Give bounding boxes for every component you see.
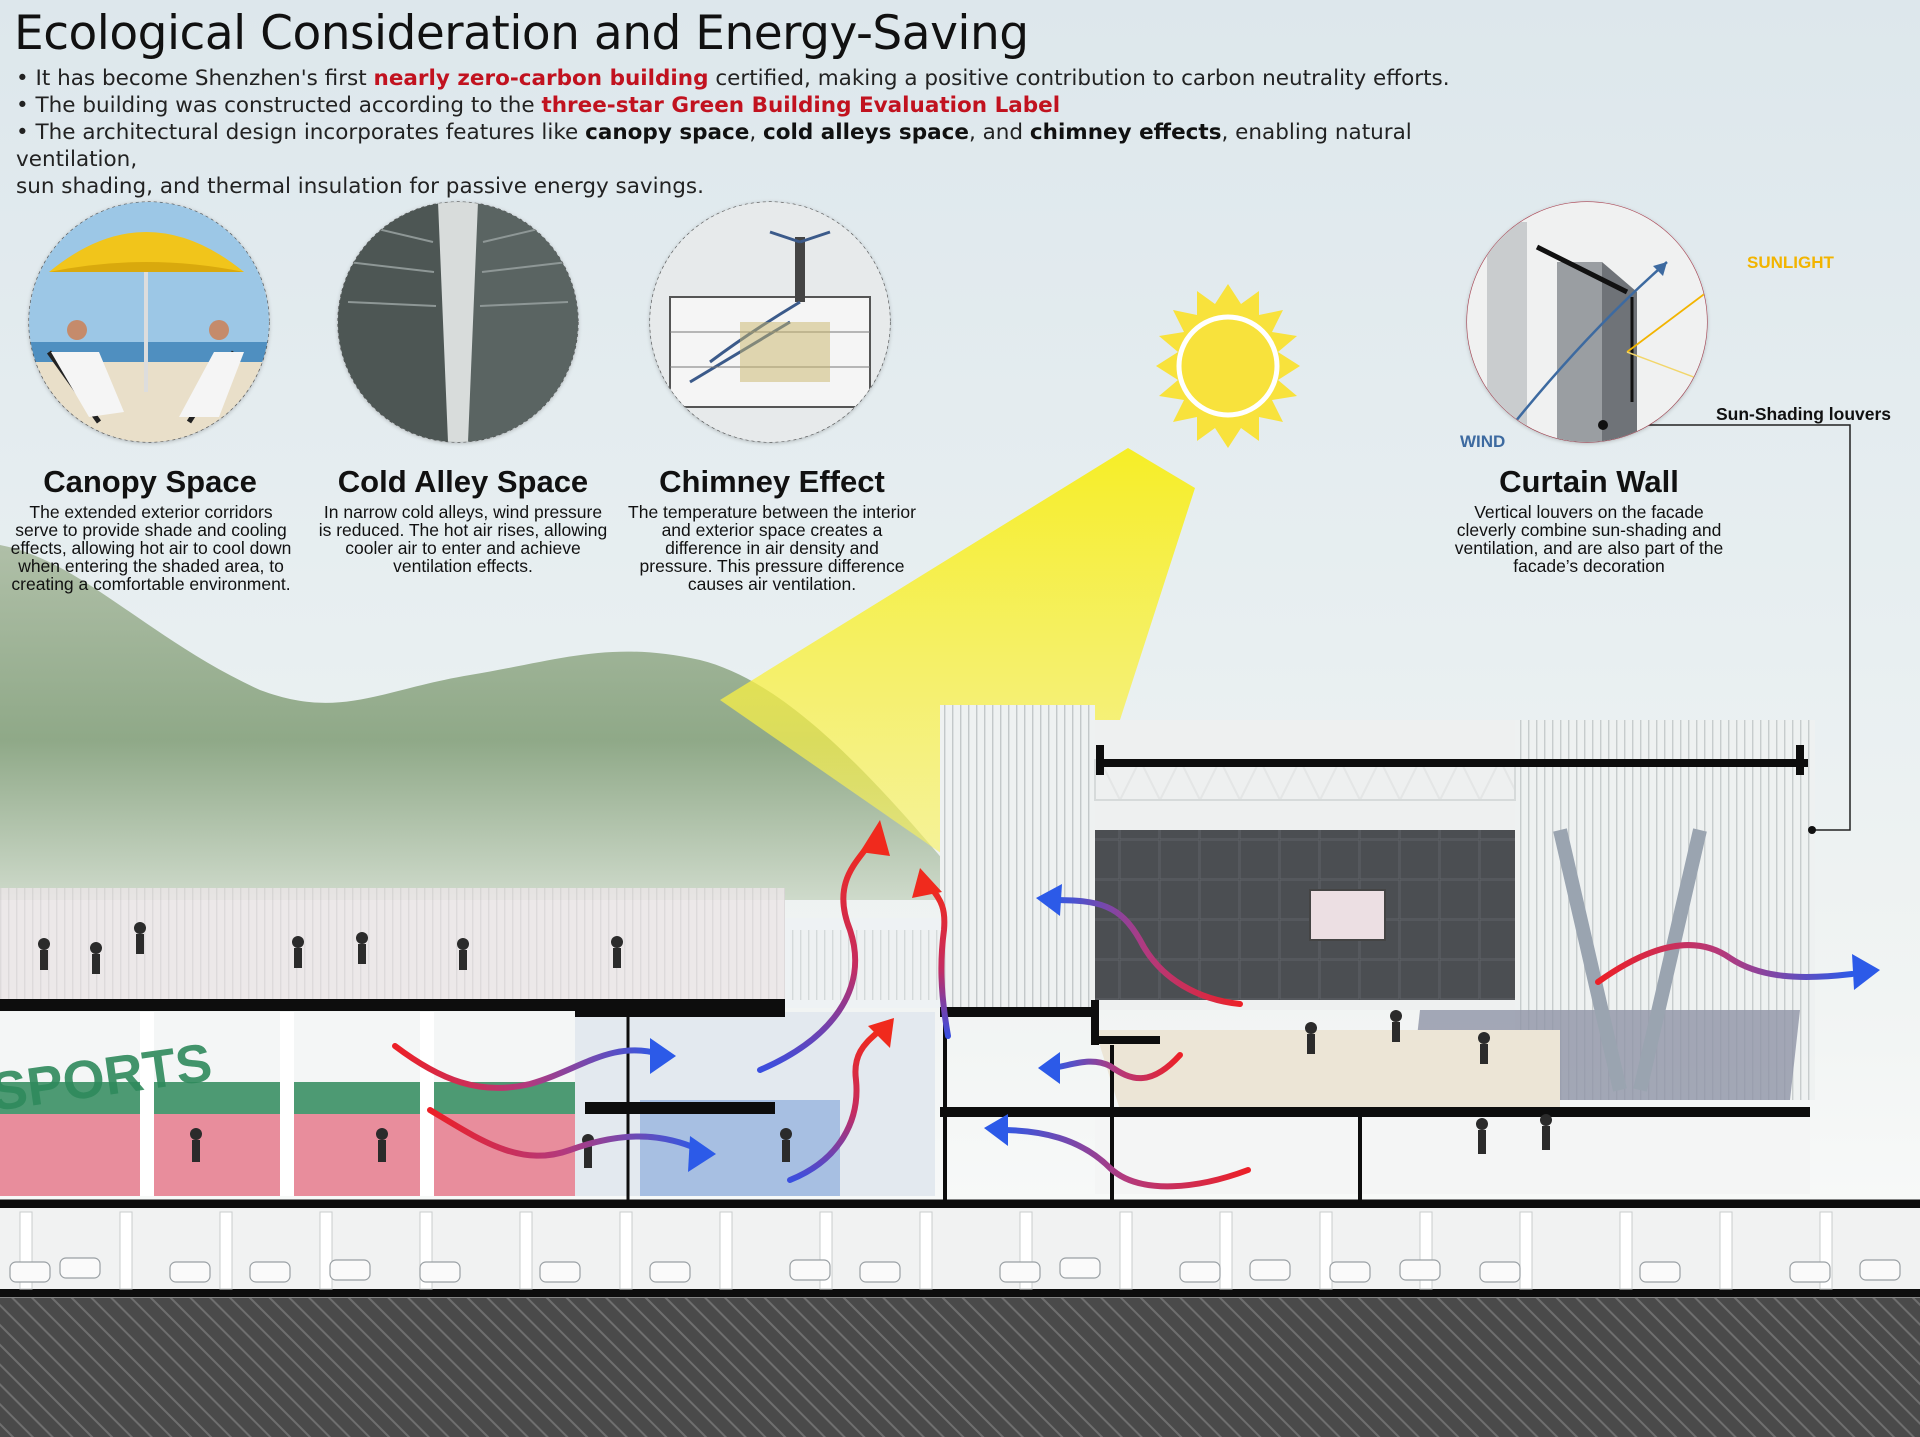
bullet-text: , enabling natural ventilation,: [16, 120, 1412, 172]
wind-label: WIND: [1460, 432, 1506, 451]
cold-alley-space-title: Cold Alley Space: [337, 464, 589, 499]
rising-air-arrow-middle: [912, 868, 951, 1039]
cold-alley-photo: [338, 202, 578, 442]
arena-building: [940, 705, 1815, 1194]
bullet-text: • The building was constructed according…: [16, 93, 542, 118]
chimney-photo: [650, 202, 890, 442]
cold-alley-space-description: In narrow cold alleys, wind pressure is …: [318, 502, 608, 576]
airflow-arrow-arena-lower: [984, 1114, 1251, 1190]
louver-leader-dot: [1808, 826, 1816, 834]
curtain-wall-description: Vertical louvers on the facade cleverly …: [1454, 502, 1724, 576]
chimney-effect-title: Chimney Effect: [659, 464, 885, 499]
keyword-cold-alleys: cold alleys space: [763, 120, 969, 145]
bullet-text: • The architectural design incorporates …: [16, 120, 586, 145]
sports-building-left: [0, 888, 970, 1196]
airflow-arrows: [392, 884, 1880, 1190]
canopy-space-description: The extended exterior corridors serve to…: [10, 502, 292, 594]
rising-air-arrow-left: [757, 820, 890, 1073]
player-silhouettes: [38, 922, 1552, 1168]
airflow-arrow-facade-exit: [1595, 942, 1880, 990]
bullet-design-features-line2: sun shading, and thermal insulation for …: [16, 174, 704, 199]
airflow-arrow-arena-mid: [1038, 1052, 1183, 1084]
rising-air-arrow-right: [787, 1018, 894, 1183]
bullet-text: ,: [749, 120, 764, 145]
sun-icon: [1156, 284, 1300, 448]
parking-level: [0, 1208, 1920, 1290]
bullet-green-label: • The building was constructed according…: [16, 92, 1456, 119]
section-cut-lines: [0, 745, 1920, 1298]
ground-hatch: [0, 1298, 1920, 1437]
keyword-canopy: canopy space: [585, 120, 750, 145]
page-title: Ecological Consideration and Energy-Savi…: [14, 6, 1029, 61]
bullet-text: , and: [968, 120, 1030, 145]
mountain-backdrop: [0, 545, 960, 900]
louver-leader-line: [1603, 424, 1851, 831]
airflow-arrow-canopy-lower: [427, 1107, 716, 1172]
sunlight-label: SUNLIGHT: [1747, 253, 1834, 272]
highlight-zero-carbon: nearly zero-carbon building: [373, 66, 709, 91]
curtain-wall-photo: [1467, 202, 1707, 442]
bullet-text: certified, making a positive contributio…: [708, 66, 1450, 91]
sun-shading-louvers-label: Sun-Shading louvers: [1716, 404, 1892, 424]
airflow-arrow-canopy-upper: [392, 1038, 676, 1091]
curtain-wall-title: Curtain Wall: [1499, 464, 1679, 499]
intro-bullets: • It has become Shenzhen's first nearly …: [16, 65, 1456, 200]
rising-air-arrows: [757, 820, 951, 1183]
canopy-photo: [29, 202, 269, 442]
bullet-text: • It has become Shenzhen's first: [16, 66, 374, 91]
highlight-green-label: three-star Green Building Evaluation Lab…: [541, 93, 1061, 118]
bullet-zero-carbon: • It has become Shenzhen's first nearly …: [16, 65, 1456, 92]
chimney-effect-description: The temperature between the interior and…: [628, 502, 916, 594]
canopy-space-title: Canopy Space: [43, 464, 257, 499]
keyword-chimney: chimney effects: [1029, 120, 1222, 145]
bullet-design-features: • The architectural design incorporates …: [16, 119, 1456, 173]
airflow-arrow-arena-top: [1036, 884, 1243, 1007]
